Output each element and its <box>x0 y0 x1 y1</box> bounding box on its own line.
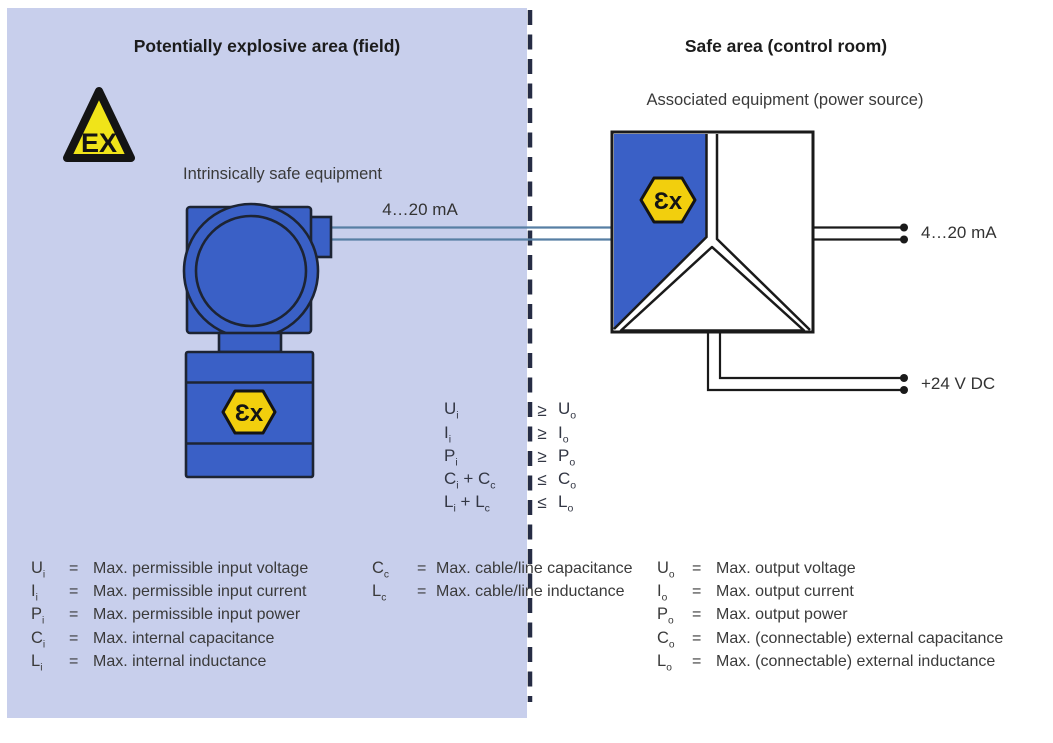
hazard-area-title: Potentially explosive area (field) <box>133 36 401 56</box>
barrier-triangle-section <box>619 245 806 332</box>
operator: ≥ <box>537 400 547 420</box>
safe-area-title: Safe area (control room) <box>684 36 888 56</box>
atex-text-transmitter: Ɛx <box>235 400 264 427</box>
power-terminal-dot-bottom <box>900 386 908 394</box>
legend-item: Po = Max. output power <box>657 605 848 627</box>
legend-output-parameters: Uo = Max. output voltage Io = Max. outpu… <box>657 559 1003 675</box>
output-wire-label: 4…20 mA <box>921 223 997 242</box>
intrinsically-safe-label: Intrinsically safe equipment <box>183 165 383 183</box>
legend-item: Li = Max. internal inductance <box>31 651 267 674</box>
legend-item: Cc = Max. cable/line capacitance <box>372 559 633 581</box>
operator: ≤ <box>537 470 547 490</box>
operator: ≤ <box>537 493 547 513</box>
legend-item: Uo = Max. output voltage <box>657 559 856 581</box>
atex-ex-icon-transmitter: Ɛx <box>221 389 277 435</box>
barrier-device <box>610 130 815 334</box>
transmitter-device <box>182 202 333 479</box>
output-wires <box>813 223 908 244</box>
legend-item: Io = Max. output current <box>657 582 854 604</box>
transmitter-cover-outer <box>182 202 320 340</box>
legend-item: Ui = Max. permissible input voltage <box>31 559 309 581</box>
transmitter-cover-inner <box>194 214 308 328</box>
ex-warning-triangle-icon: EX <box>63 87 135 162</box>
legend-item: Lo = Max. (connectable) external inducta… <box>657 651 996 674</box>
field-wires <box>330 226 613 241</box>
power-terminal-dot-top <box>900 374 908 382</box>
formula-row: Ii ≥ Io <box>444 422 569 445</box>
legend-item: Co = Max. (connectable) external capacit… <box>657 628 1004 650</box>
atex-text-barrier: Ɛx <box>654 188 683 215</box>
barrier-channel-right-edge <box>715 134 811 331</box>
formula-row: Pi ≥ Po <box>444 445 576 469</box>
legend-item: Ci = Max. internal capacitance <box>31 628 275 650</box>
formula-row: Li + Lc ≤ Lo <box>444 492 574 515</box>
formula-block: Ui ≥ Uo Ii ≥ Io Pi ≥ Po Ci + Cc ≤ Co Li … <box>444 399 576 515</box>
operator: ≥ <box>537 446 547 466</box>
field-wire-label: 4…20 mA <box>382 200 458 219</box>
ex-warning-text: EX <box>81 128 117 158</box>
output-terminal-dot-top <box>900 223 908 232</box>
power-wire-label: +24 V DC <box>921 374 996 393</box>
atex-ex-icon-barrier: Ɛx <box>639 176 697 224</box>
formula-row: Ci + Cc ≤ Co <box>444 468 577 492</box>
legend-input-parameters: Ui = Max. permissible input voltage Ii =… <box>31 559 308 675</box>
formula-row: Ui ≥ Uo <box>444 399 577 422</box>
output-terminal-dot-bottom <box>900 235 908 244</box>
legend-item: Ii = Max. permissible input current <box>31 582 307 604</box>
power-wires <box>706 332 908 394</box>
associated-equipment-label: Associated equipment (power source) <box>646 91 924 109</box>
legend-item: Lc = Max. cable/line inductance <box>372 582 625 604</box>
barrier-channel-left-edge <box>613 134 708 330</box>
transmitter-neck <box>217 331 283 354</box>
legend-item: Pi = Max. permissible input power <box>31 605 301 627</box>
legend-cable-parameters: Cc = Max. cable/line capacitance Lc = Ma… <box>372 559 633 605</box>
operator: ≥ <box>537 423 547 443</box>
